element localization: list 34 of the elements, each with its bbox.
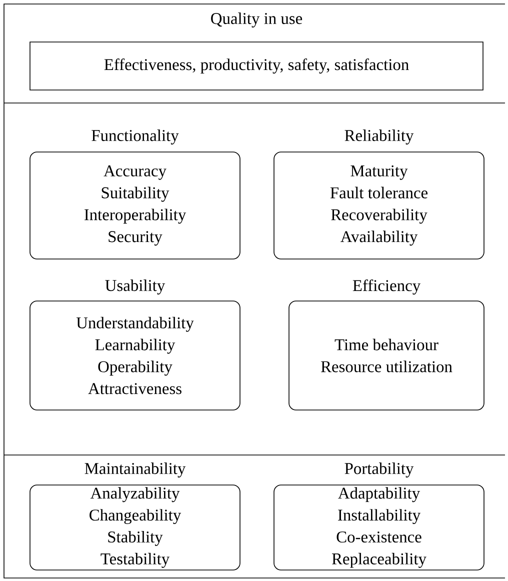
group-heading: Usability xyxy=(105,280,166,294)
node-label: Suitability xyxy=(102,186,170,202)
node-label: Security xyxy=(108,231,162,246)
node-label: Attractiveness xyxy=(88,383,182,394)
node-label: Changeability xyxy=(90,509,182,524)
node-label: Testability xyxy=(100,552,170,568)
node-label: Fault tolerance xyxy=(330,186,428,198)
node-label: Understandability xyxy=(76,316,194,332)
attribute-box: Time behaviour Resource utilization xyxy=(288,300,484,410)
attribute-box: Understandability Learnability Operability Attractiveness xyxy=(30,300,240,410)
group-heading: Quality in use xyxy=(211,12,302,28)
attribute-box: Maturity Fault tolerance Recoverability Availability xyxy=(274,152,484,260)
node-label: Availability xyxy=(340,230,418,246)
node-label: Interoperability xyxy=(84,208,186,224)
node-label: Analyzability xyxy=(90,487,180,502)
group-heading: Efficiency xyxy=(352,279,421,295)
node-label: Operability xyxy=(98,360,172,376)
node-label: Maturity xyxy=(350,165,408,180)
node-label: Adaptability xyxy=(338,487,420,502)
node-label: Co-existence xyxy=(336,532,422,543)
attribute-box: Analyzability Changeability Stability Testability xyxy=(30,484,240,570)
group-heading: Maintainability xyxy=(84,462,186,478)
attribute-box: Accuracy Suitability Interoperability Security xyxy=(30,152,240,260)
node-label: Replaceability xyxy=(332,552,426,568)
node-label: Accuracy xyxy=(104,165,166,180)
attribute-box: Adaptability Installability Co-existence Replaceability xyxy=(274,484,484,570)
node-label: Recoverability xyxy=(331,208,428,224)
group-heading: Portability xyxy=(344,462,414,478)
node-label: Installability xyxy=(338,509,420,524)
node-label: Stability xyxy=(108,530,163,546)
attribute-box: Effectiveness, productivity, safety, satisfaction xyxy=(30,42,484,90)
group-heading: Functionality xyxy=(92,130,179,144)
node-label: Learnability xyxy=(95,338,176,354)
group-heading: Reliability xyxy=(344,130,414,144)
